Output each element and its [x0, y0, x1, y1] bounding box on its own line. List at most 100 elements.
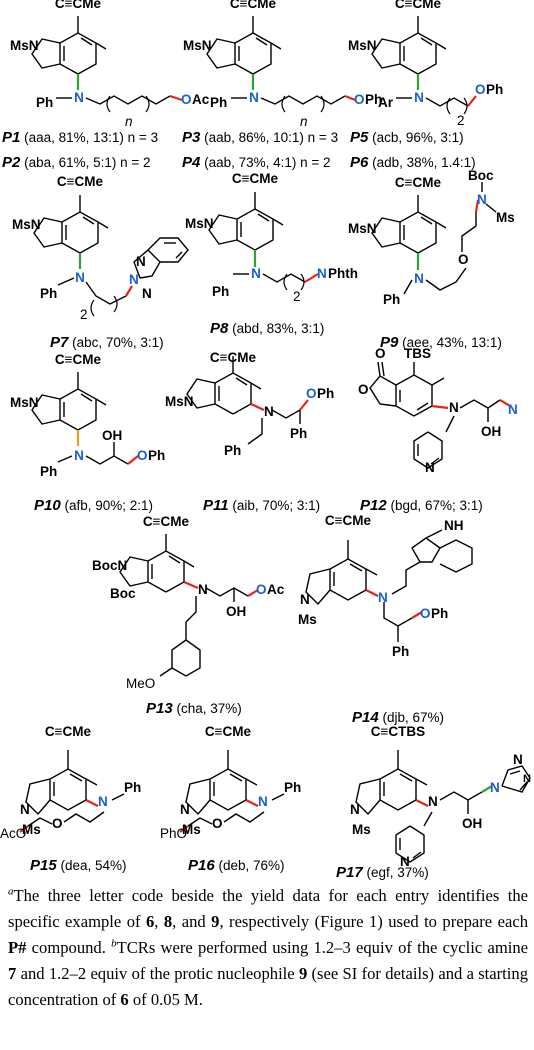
ar-label: Ar	[378, 95, 394, 110]
compound-info-p15: (dea, 54%)	[57, 858, 127, 873]
msn-label: MsN	[183, 38, 212, 53]
compound-id-p1: P1	[2, 129, 20, 146]
svg-text:P9 (aee, 43%, 13:1): P9 (aee, 43%, 13:1)	[380, 334, 502, 351]
compound-id-p14: P14	[352, 709, 379, 726]
ph-label: Ph	[224, 443, 241, 458]
indoline-n: N	[20, 802, 30, 817]
compound-info-p8: (abd, 83%, 3:1)	[228, 321, 324, 336]
compound-id-p12: P12	[360, 497, 387, 514]
amine-n: N	[264, 404, 274, 419]
alkyne-label: C≡CMe	[210, 350, 257, 365]
bocn-label: BocN	[92, 558, 127, 573]
amine-n: N	[251, 266, 261, 281]
svg-text:P4 (aab, 73%, 4:1) n = 2: P4 (aab, 73%, 4:1) n = 2	[182, 154, 331, 171]
triazole-n1: N	[129, 272, 139, 287]
ph-label: Ph	[212, 284, 229, 299]
ether-o: O	[458, 252, 469, 267]
compound-info-p16: (deb, 76%)	[215, 858, 285, 873]
alkyne-label: C≡CMe	[395, 175, 442, 190]
svg-text:P17 (egf, 37%): P17 (egf, 37%)	[336, 864, 429, 880]
svg-text:P15 (dea, 54%): P15 (dea, 54%)	[30, 857, 127, 874]
compound-info-p5: (acb, 96%, 3:1)	[368, 130, 463, 145]
amine-n: N	[198, 582, 208, 597]
alkyne-label: C≡CMe	[232, 171, 279, 186]
alkyne-label: C≡CMe	[55, 0, 102, 11]
indoline-n: N	[350, 802, 360, 817]
ph-label: Ph	[36, 95, 53, 110]
msn-label: MsN	[12, 217, 41, 232]
structure-p3: C≡CMe MsN N Ph n O Ph	[183, 0, 382, 129]
msn-label: MsN	[10, 395, 39, 410]
pho-label: PhO	[160, 826, 187, 841]
nh-label: NH	[444, 518, 464, 533]
subscript-n: n	[125, 114, 133, 129]
compound-info-p6: (adb, 38%, 1.4:1)	[368, 155, 475, 170]
footnote-sep-1: ,	[154, 912, 164, 931]
n-atom: N	[477, 192, 487, 207]
indoline-n: N	[300, 592, 310, 607]
aco-label: AcO	[0, 826, 26, 841]
footnote-a-text-2: , respectively (Figure 1) used to prepar…	[219, 912, 529, 931]
compound-info-p7: (abc, 70%, 3:1)	[68, 335, 163, 350]
footnote-a-text-3: compound.	[26, 938, 112, 957]
n-atom: N	[508, 402, 518, 417]
ph-label: Ph	[210, 95, 227, 110]
footnote-b-mark: b	[111, 937, 117, 950]
compound-id-p16: P16	[188, 857, 215, 874]
alkyne-label: C≡CMe	[45, 724, 92, 739]
amine-n: N	[414, 90, 424, 105]
boc-label: Boc	[468, 168, 494, 183]
compound-info-p11: (aib, 70%; 3:1)	[229, 498, 321, 513]
phth-label: Phth	[328, 266, 358, 281]
compound-info-p1: (aaa, 81%, 13:1) n = 3	[20, 130, 158, 145]
compound-info-p10: (afb, 90%; 2:1)	[61, 498, 153, 513]
meo-label: MeO	[126, 676, 155, 691]
alkyne-label: C≡CMe	[395, 0, 442, 11]
structure-p5: C≡CMe MsN N Ar 2 O Ph	[348, 0, 503, 128]
amine-n: N	[449, 400, 459, 415]
amine-n: N	[428, 794, 438, 809]
msn-label: MsN	[185, 216, 214, 231]
structure-p8: C≡CMe MsN N Ph 2 N Phth	[185, 171, 358, 304]
o-atom: O	[420, 606, 431, 621]
lactone-o: O	[358, 382, 369, 397]
triazole-n3: N	[142, 286, 152, 301]
compound-id-p7: P7	[50, 334, 69, 351]
compound-info-p12: (bgd, 67%; 3:1)	[387, 498, 483, 513]
amine-n: N	[249, 90, 259, 105]
footnote-b-text-2: and 1.2–2 equiv of the protic nucleophil…	[16, 964, 299, 983]
msn-label: MsN	[10, 38, 39, 53]
o-atom: O	[475, 82, 486, 97]
compound-id-p10: P10	[34, 497, 61, 514]
amine-n: N	[98, 794, 108, 809]
o-atom: O	[354, 92, 365, 107]
structure-p17: C≡CTBS N N OH N N N N	[350, 724, 531, 869]
structure-p12: O TBS O N OH N N	[358, 346, 518, 475]
o-atom: O	[306, 386, 317, 401]
table-footnote: aThe three letter code beside the yield …	[8, 883, 528, 1013]
compound-id-p13: P13	[146, 700, 173, 717]
footnote-ref-8: 8	[163, 912, 173, 931]
ph-label: Ph	[392, 644, 409, 659]
alkyne-label: C≡CMe	[55, 352, 102, 367]
ac-label: Ac	[192, 92, 210, 107]
row1-captions: P1 (aaa, 81%, 13:1) n = 3 P3 (aab, 86%, …	[2, 129, 476, 171]
indoline-n: N	[180, 802, 190, 817]
compound-info-p4: (aab, 73%, 4:1) n = 2	[200, 155, 330, 170]
ph-label: Ph	[124, 780, 141, 795]
alkyne-label: C≡CMe	[325, 513, 372, 528]
ph-label: Ph	[148, 448, 165, 463]
row3-captions: P10 (afb, 90%; 2:1) P11 (aib, 70%; 3:1) …	[34, 497, 483, 514]
compound-scheme: C≡CMe MsN N Ph n O Ac C≡CMe MsN N Ph n O…	[0, 0, 531, 880]
svg-text:P5 (acb, 96%, 3:1): P5 (acb, 96%, 3:1)	[350, 129, 464, 146]
svg-text:P10 (afb, 90%; 2:1): P10 (afb, 90%; 2:1)	[34, 497, 153, 514]
structure-p13: C≡CMe BocN Boc N OH O Ac MeO	[92, 514, 285, 691]
svg-text:P12 (bgd, 67%; 3:1): P12 (bgd, 67%; 3:1)	[360, 497, 483, 514]
footnote-b-text-4: of 0.05 M.	[128, 990, 203, 1009]
row2-captions: P7 (abc, 70%, 3:1) P8 (abd, 83%, 3:1) P9…	[50, 320, 502, 351]
alkyne-label: C≡CMe	[143, 514, 190, 529]
ms-label: Ms	[496, 210, 515, 225]
oh-label: OH	[481, 424, 501, 439]
structure-p14: C≡CMe N Ms N NH O Ph Ph	[298, 513, 473, 659]
compound-id-p8: P8	[210, 320, 229, 337]
